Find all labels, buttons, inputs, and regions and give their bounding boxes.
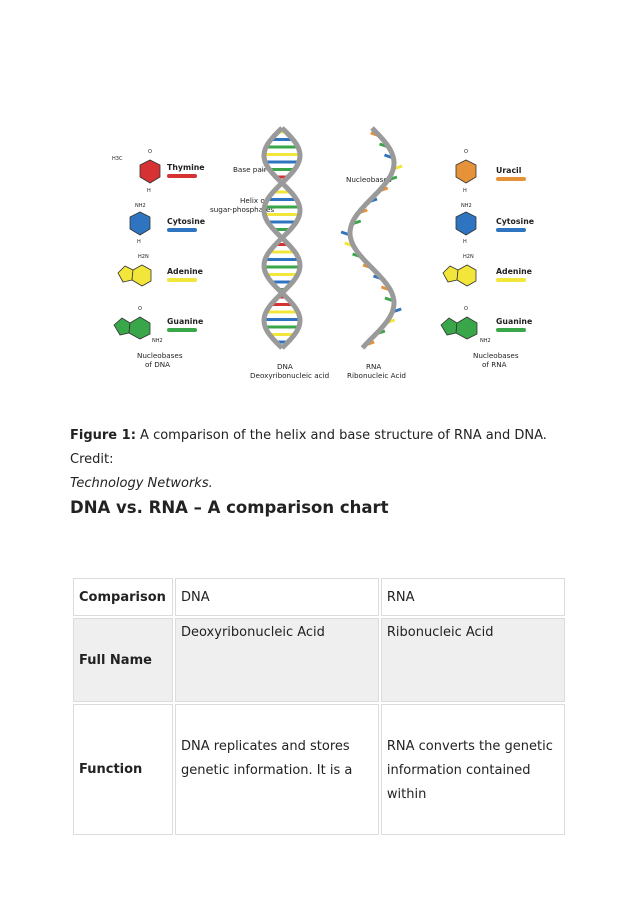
cell-rna-full-name: Ribonucleic Acid bbox=[380, 618, 565, 702]
dna-nucleobases-caption-2: of DNA bbox=[145, 360, 170, 369]
rna-adenine-bar bbox=[496, 278, 526, 282]
svg-text:H: H bbox=[147, 188, 151, 194]
thymine-molecule-icon bbox=[139, 159, 161, 184]
cell-dna-full-name: Deoxyribonucleic Acid bbox=[175, 618, 379, 702]
rna-guanine-label: Guanine bbox=[496, 317, 532, 326]
helix-label-1: Helix of bbox=[240, 196, 268, 205]
cell-rna-function: RNA converts the genetic information con… bbox=[380, 704, 565, 835]
dna-caption-1: DNA bbox=[277, 362, 293, 371]
cytosine-molecule-icon bbox=[129, 211, 151, 236]
rna-nucleobases-caption-2: of RNA bbox=[482, 360, 507, 369]
caption-text: A comparison of the helix and base struc… bbox=[70, 428, 547, 467]
svg-text:O: O bbox=[464, 306, 468, 312]
table-header-row: Comparison DNA RNA bbox=[73, 578, 565, 616]
uracil-bar bbox=[496, 177, 526, 181]
header-comparison: Comparison bbox=[73, 578, 173, 616]
rna-caption-1: RNA bbox=[366, 362, 381, 371]
base-pair-label: Base pair bbox=[233, 165, 267, 174]
helix-label-2: sugar-phosphates bbox=[210, 205, 274, 214]
rna-cytosine-molecule-icon bbox=[455, 211, 477, 236]
rna-nucleobases-label: Nucleobases bbox=[346, 175, 392, 184]
dna-rna-figure: H3C O H Thymine NH2 H Cytosine H2N Adeni… bbox=[100, 120, 540, 385]
cytosine-label: Cytosine bbox=[167, 217, 205, 226]
uracil-molecule-icon bbox=[455, 159, 477, 184]
cytosine-bar bbox=[167, 228, 197, 232]
section-heading: DNA vs. RNA – A comparison chart bbox=[70, 498, 389, 517]
header-dna: DNA bbox=[175, 578, 379, 616]
rna-caption-2: Ribonucleic Acid bbox=[347, 371, 406, 380]
rna-cytosine-bar bbox=[496, 228, 526, 232]
caption-credit: Technology Networks. bbox=[70, 476, 213, 491]
svg-text:O: O bbox=[138, 306, 142, 312]
svg-text:O: O bbox=[148, 149, 152, 155]
dna-double-helix bbox=[261, 126, 303, 350]
table-row: Full Name Deoxyribonucleic Acid Ribonucl… bbox=[73, 618, 565, 702]
dna-nucleobases: H3C O H Thymine NH2 H Cytosine H2N Adeni… bbox=[112, 149, 205, 369]
guanine-molecule-icon bbox=[128, 316, 151, 340]
thymine-bar bbox=[167, 174, 197, 178]
svg-text:NH2: NH2 bbox=[152, 338, 163, 344]
dna-caption-2: Deoxyribonucleic acid bbox=[250, 371, 329, 380]
guanine-bar bbox=[167, 328, 197, 332]
svg-text:H2N: H2N bbox=[463, 254, 474, 260]
figure-caption: Figure 1: A comparison of the helix and … bbox=[70, 424, 570, 496]
svg-text:H: H bbox=[463, 188, 467, 194]
rna-nucleobases: O H Uracil NH2 H Cytosine H2N Adenine O … bbox=[440, 149, 534, 369]
svg-text:H: H bbox=[463, 239, 467, 245]
adenine-label: Adenine bbox=[167, 267, 203, 276]
dna-nucleobases-caption-1: Nucleobases bbox=[137, 351, 183, 360]
thymine-label: Thymine bbox=[167, 163, 205, 172]
svg-text:O: O bbox=[464, 149, 468, 155]
dna-backbone-strand bbox=[261, 126, 303, 350]
svg-text:NH2: NH2 bbox=[480, 338, 491, 344]
cell-dna-function: DNA replicates and stores genetic inform… bbox=[175, 704, 379, 835]
comparison-table-wrapper: Comparison DNA RNA Full Name Deoxyribonu… bbox=[71, 576, 567, 837]
rna-adenine-molecule-icon bbox=[456, 264, 477, 287]
rna-adenine-label: Adenine bbox=[496, 267, 532, 276]
row-label-function: Function bbox=[73, 704, 173, 835]
adenine-molecule-icon bbox=[131, 264, 152, 287]
svg-text:H: H bbox=[137, 239, 141, 245]
rna-guanine-molecule-icon bbox=[455, 316, 478, 340]
svg-text:H3C: H3C bbox=[112, 156, 123, 162]
svg-text:NH2: NH2 bbox=[135, 203, 146, 209]
guanine-label: Guanine bbox=[167, 317, 203, 326]
header-rna: RNA bbox=[380, 578, 565, 616]
rna-cytosine-label: Cytosine bbox=[496, 217, 534, 226]
caption-label: Figure 1: bbox=[70, 428, 136, 443]
rna-nucleobases-caption-1: Nucleobases bbox=[473, 351, 519, 360]
svg-text:NH2: NH2 bbox=[461, 203, 472, 209]
row-label-full-name: Full Name bbox=[73, 618, 173, 702]
uracil-label: Uracil bbox=[496, 166, 522, 175]
rna-single-helix bbox=[340, 126, 403, 350]
rna-guanine-bar bbox=[496, 328, 526, 332]
adenine-bar bbox=[167, 278, 197, 282]
figure-graphic: H3C O H Thymine NH2 H Cytosine H2N Adeni… bbox=[112, 126, 534, 380]
svg-text:H2N: H2N bbox=[138, 254, 149, 260]
table-row: Function DNA replicates and stores genet… bbox=[73, 704, 565, 835]
rna-backbone-strand bbox=[347, 126, 397, 350]
comparison-table: Comparison DNA RNA Full Name Deoxyribonu… bbox=[71, 576, 567, 837]
